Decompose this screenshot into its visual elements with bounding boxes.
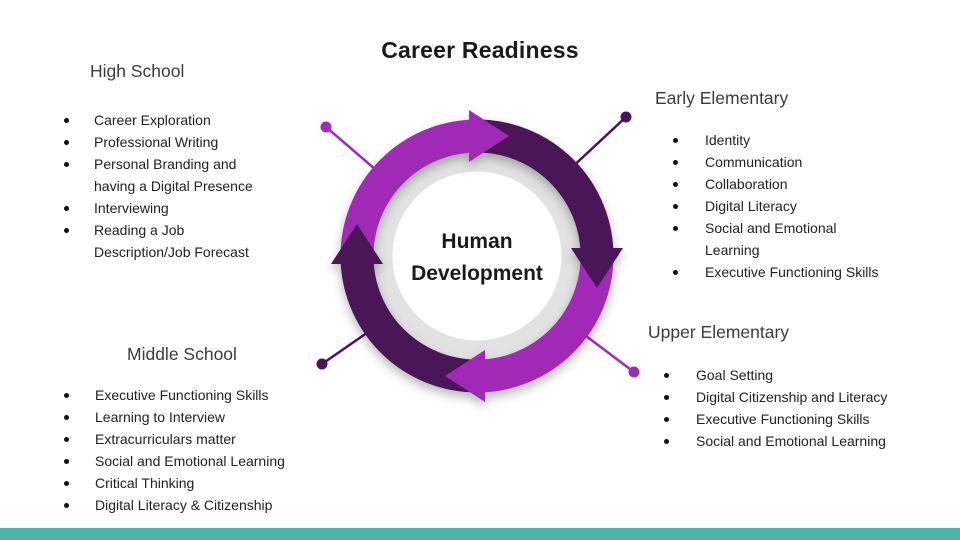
high-school-list: Career Exploration Professional Writing … [62, 109, 332, 263]
bullet-icon [673, 138, 678, 143]
item-text: Personal Branding and having a Digital P… [94, 156, 253, 194]
section-middle-school: Middle School Executive Functioning Skil… [62, 344, 352, 516]
bullet-icon [673, 270, 678, 275]
inner-ring [373, 152, 581, 360]
middle-school-list: Executive Functioning Skills Learning to… [62, 384, 352, 516]
cycle-band [331, 110, 623, 402]
bullet-icon [664, 417, 669, 422]
list-item: Social and Emotional Learning [655, 217, 940, 261]
item-text: Reading a Job Description/Job Forecast [94, 222, 249, 260]
item-text: Communication [705, 154, 803, 170]
bullet-icon [64, 481, 69, 486]
list-item: Collaboration [655, 173, 940, 195]
bullet-icon [64, 140, 69, 145]
item-text: Collaboration [705, 176, 788, 192]
bullet-icon [673, 204, 678, 209]
section-early-elementary: Early Elementary Identity Communication … [655, 88, 940, 283]
bullet-icon [64, 503, 69, 508]
early-elementary-heading: Early Elementary [655, 88, 789, 108]
bullet-icon [64, 228, 69, 233]
item-text: Critical Thinking [95, 475, 195, 491]
item-text: Executive Functioning Skills [705, 264, 879, 280]
list-item: Executive Functioning Skills [655, 261, 940, 283]
item-text: Extracurriculars matter [95, 431, 236, 447]
list-item: Communication [655, 151, 940, 173]
list-item: Social and Emotional Learning [648, 430, 948, 452]
slide-title: Career Readiness [381, 37, 579, 63]
item-text: Social and Emotional Learning [705, 220, 837, 258]
bullet-icon [673, 182, 678, 187]
upper-elementary-list: Goal Setting Digital Citizenship and Lit… [648, 364, 948, 452]
high-school-heading: High School [90, 61, 185, 81]
item-text: Executive Functioning Skills [95, 387, 269, 403]
early-elementary-list: Identity Communication Collaboration Dig… [655, 129, 940, 283]
bullet-icon [673, 160, 678, 165]
arrow-right-icon [469, 110, 509, 162]
list-item: Critical Thinking [62, 472, 352, 494]
item-text: Executive Functioning Skills [696, 411, 870, 427]
connector-dot [316, 358, 328, 370]
arrow-left-icon [445, 350, 485, 402]
arrow-down-icon [571, 248, 623, 288]
list-item: Extracurriculars matter [62, 428, 352, 450]
item-text: Learning to Interview [95, 409, 225, 425]
list-item: Career Exploration [62, 109, 332, 131]
bullet-icon [664, 373, 669, 378]
list-item: Digital Literacy & Citizenship [62, 494, 352, 516]
item-text: Social and Emotional Learning [95, 453, 285, 469]
bullet-icon [64, 118, 69, 123]
item-text: Identity [705, 132, 751, 148]
list-item: Executive Functioning Skills [62, 384, 352, 406]
list-item: Professional Writing [62, 131, 332, 153]
list-item: Goal Setting [648, 364, 948, 386]
section-upper-elementary: Upper Elementary Goal Setting Digital Ci… [648, 322, 948, 452]
bullet-icon [64, 162, 69, 167]
item-text: Career Exploration [94, 112, 211, 128]
connector-line [567, 116, 627, 172]
list-item: Digital Literacy [655, 195, 940, 217]
bullet-icon [664, 439, 669, 444]
list-item: Personal Branding and having a Digital P… [62, 153, 332, 197]
item-text: Goal Setting [696, 367, 774, 383]
item-text: Digital Citizenship and Literacy [696, 389, 888, 405]
item-text: Digital Literacy [705, 198, 797, 214]
bullet-icon [673, 226, 678, 231]
diagram-center-label: Human Development [411, 230, 543, 285]
cycle-diagram [316, 110, 640, 402]
bullet-icon [64, 415, 69, 420]
bullet-icon [64, 393, 69, 398]
middle-school-heading: Middle School [127, 344, 237, 364]
section-high-school: High School Career Exploration Professio… [62, 61, 332, 263]
bullet-icon [664, 395, 669, 400]
bullet-icon [64, 437, 69, 442]
item-text: Social and Emotional Learning [696, 433, 886, 449]
connector-dot [620, 111, 632, 123]
list-item: Identity [655, 129, 940, 151]
arrow-up-icon [331, 224, 383, 264]
bullet-icon [64, 459, 69, 464]
item-text: Interviewing [94, 200, 169, 216]
connector-dot [628, 366, 640, 378]
upper-elementary-heading: Upper Elementary [648, 322, 790, 342]
list-item: Digital Citizenship and Literacy [648, 386, 948, 408]
connector-line [325, 126, 383, 176]
connector-line [577, 329, 635, 373]
list-item: Interviewing [62, 197, 332, 219]
connector-dot [320, 121, 332, 133]
footer-accent-bar [0, 528, 960, 540]
list-item: Executive Functioning Skills [648, 408, 948, 430]
list-item: Reading a Job Description/Job Forecast [62, 219, 332, 263]
list-item: Learning to Interview [62, 406, 352, 428]
item-text: Professional Writing [94, 134, 219, 150]
item-text: Digital Literacy & Citizenship [95, 497, 273, 513]
bullet-icon [64, 206, 69, 211]
list-item: Social and Emotional Learning [62, 450, 352, 472]
